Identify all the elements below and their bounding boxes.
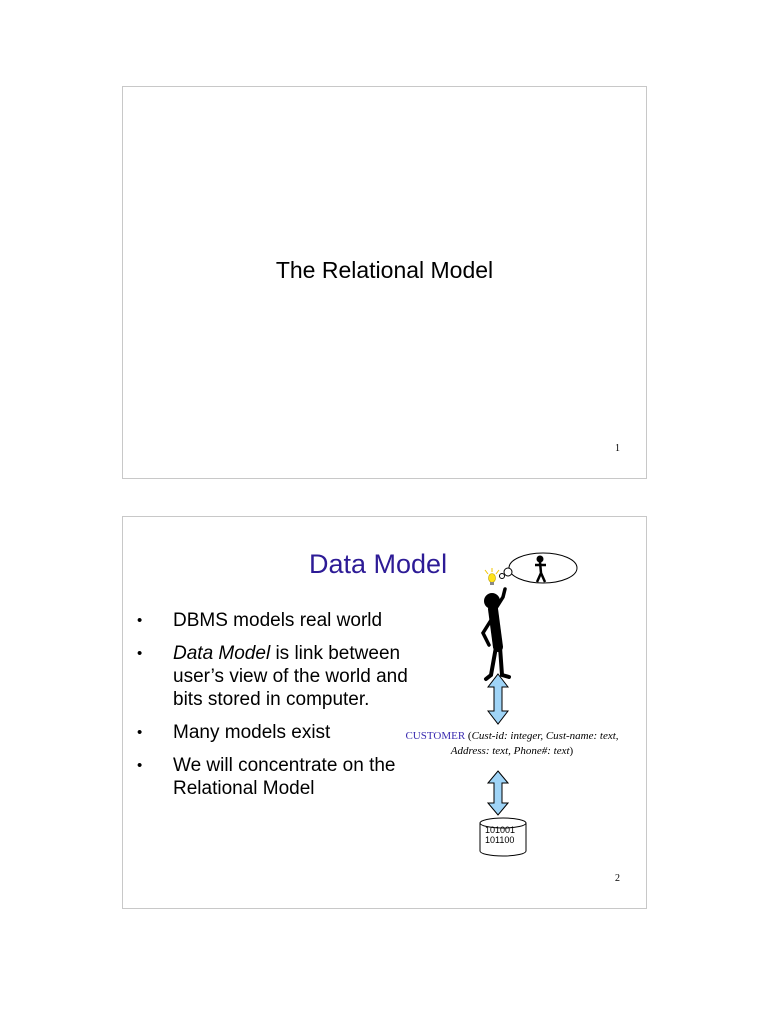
lightbulb-icon <box>484 568 500 585</box>
bullet-item: • We will concentrate on the Relational … <box>137 754 417 800</box>
double-arrow-icon <box>487 770 509 816</box>
slide-2-title: Data Model <box>309 549 448 579</box>
bullet-emphasis: Data Model <box>173 643 271 664</box>
bullet-item: • Many models exist <box>137 721 417 744</box>
schema-attributes: Cust-id: integer, Cust-name: text, Addre… <box>450 730 619 757</box>
bullet-text: DBMS models real world <box>173 610 383 631</box>
entity-name: CUSTOMER <box>405 730 466 742</box>
slide-1-page-number: 1 <box>615 443 620 454</box>
schema-caption: CUSTOMER (Cust-id: integer, Cust-name: t… <box>389 729 635 759</box>
double-arrow-icon <box>487 673 509 725</box>
bullet-text: Many models exist <box>173 722 331 743</box>
bullet-dot-icon: • <box>137 612 143 629</box>
bullet-list: • DBMS models real world • Data Model is… <box>137 609 417 810</box>
db-bits: 101001 101100 <box>485 825 515 845</box>
database-cylinder-icon <box>479 817 527 857</box>
bullet-text: is link between user’s view of the world… <box>173 643 408 710</box>
bullet-text: We will concentrate on the Relational Mo… <box>173 755 396 799</box>
schema-close-paren: ) <box>569 745 574 757</box>
bullet-dot-icon: • <box>137 724 143 741</box>
thinking-person-icon <box>480 552 578 681</box>
db-bits-line: 101100 <box>485 835 515 845</box>
bullet-dot-icon: • <box>137 757 143 774</box>
bullet-dot-icon: • <box>137 645 143 662</box>
db-bits-line: 101001 <box>485 825 516 835</box>
schema-open-paren: ( <box>465 730 472 742</box>
bullet-item: • Data Model is link between user’s view… <box>137 642 417 711</box>
slide-2-page-number: 2 <box>615 873 620 884</box>
bullet-item: • DBMS models real world <box>137 609 417 632</box>
slide-2: Data Model • DBMS models real world • Da… <box>122 516 647 909</box>
slide-1-title: The Relational Model <box>275 257 494 283</box>
slide-1: The Relational Model 1 <box>122 86 647 479</box>
